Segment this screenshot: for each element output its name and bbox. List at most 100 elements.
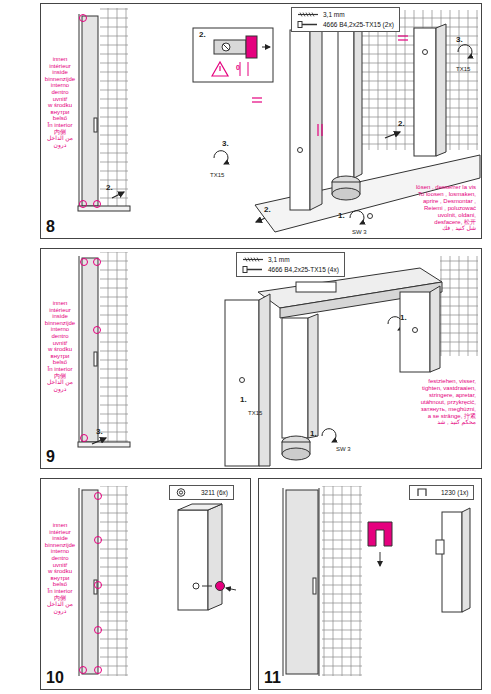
- instruction-label: To loosen , losmaken,: [418, 191, 476, 197]
- direction-arrow: [385, 132, 400, 138]
- part-row: 4666 B4,2x25-TX15 (4x): [242, 265, 339, 274]
- parts-box: 3,1 mm 4666 B4,2x25-TX15 (4x): [236, 252, 345, 277]
- marks: [252, 101, 262, 102]
- instruction-label: uvolnit, oldani,: [438, 212, 476, 218]
- part-icon: [175, 488, 197, 497]
- marks: [252, 36, 408, 136]
- instruction-label: затянуть, meghúzni,: [421, 406, 476, 412]
- part-icon: [297, 10, 319, 19]
- part-code: 4666 B4,2x25-TX15 (2x): [323, 21, 394, 28]
- marks: [317, 124, 318, 136]
- instruction-label: desfacere, 松开: [434, 219, 476, 225]
- instruction-label: intérieur: [49, 307, 71, 313]
- profile-assembly: [414, 28, 436, 156]
- screw-marks: [80, 667, 87, 674]
- direction-arrow: [112, 192, 124, 198]
- instruction-label: lösen , desserrer la vis: [416, 184, 476, 190]
- rotation-arrow: [322, 429, 336, 442]
- callout-number: 1.: [310, 430, 317, 438]
- step-panel: 11 1230 (1x): [258, 478, 482, 690]
- instruction-label: uvnitř: [53, 340, 68, 346]
- instruction-label: inside: [52, 69, 68, 75]
- instruction-label: TX15: [210, 172, 224, 178]
- instruction-label: inside: [52, 313, 68, 319]
- clip-detail: [442, 512, 462, 612]
- instruction-label: dentro: [51, 555, 68, 561]
- parts-box: 1230 (1x): [409, 485, 474, 500]
- instruction-label: внутри: [51, 109, 70, 115]
- instruction-label: SW 3: [336, 446, 351, 452]
- door-glass: [78, 442, 130, 447]
- instruction-label: درون: [54, 142, 67, 148]
- profile-assembly: [225, 268, 442, 466]
- instruction-label: uvnitř: [53, 562, 68, 568]
- profile-assembly: [282, 448, 310, 460]
- callout-number: 3.: [96, 428, 103, 436]
- icon-stroke: [257, 258, 259, 262]
- wall-tiles: [100, 8, 128, 208]
- profile-assembly: [332, 188, 360, 200]
- part-row: 1230 (1x): [415, 488, 468, 497]
- instruction-label: من الداخل: [47, 601, 73, 607]
- wall-tiles: [440, 256, 478, 356]
- instruction-label: 0: [236, 64, 240, 71]
- step-number: 8: [46, 219, 55, 235]
- callout-number: 2.: [264, 206, 271, 214]
- screw-marks: [95, 582, 102, 589]
- step-panel: 103211 (6x): [40, 478, 251, 690]
- instruction-label: binnenzijde: [45, 542, 75, 548]
- instruction-label: În interior: [47, 588, 72, 594]
- instruction-label: شل كنيد , فك: [442, 225, 476, 231]
- callout-number: 3.: [456, 36, 463, 44]
- profile-assembly: [436, 24, 446, 156]
- profile-assembly: [282, 318, 308, 438]
- instruction-label: innen: [53, 56, 68, 62]
- detail-inset: [219, 66, 220, 71]
- rotation-arrow: [214, 151, 228, 164]
- parts-box: 3,1 mm4666 B4,2x25-TX15 (2x): [291, 7, 400, 32]
- instruction-label: TX15: [248, 410, 262, 416]
- profile-assembly: [298, 148, 303, 153]
- profile-assembly: [354, 25, 362, 178]
- screw-marks: [94, 201, 101, 208]
- profile-assembly: [308, 314, 318, 438]
- icon-stroke: [247, 269, 262, 271]
- instruction-label: belső: [53, 581, 67, 587]
- door-glass: [283, 488, 284, 676]
- instruction-label: intérieur: [49, 529, 71, 535]
- profile-assembly: [413, 328, 418, 333]
- icon-stroke: [309, 13, 311, 17]
- step-number: 11: [264, 670, 281, 686]
- instruction-label: a se strânge, 拧紧: [428, 413, 476, 419]
- profile-assembly: [296, 282, 336, 292]
- icon-stroke: [306, 13, 308, 17]
- wall-tiles: [100, 8, 478, 676]
- rotation-arrow: [458, 45, 472, 58]
- instruction-label: من الداخل: [47, 135, 73, 141]
- instruction-label: внутри: [51, 353, 70, 359]
- profile-detail: [208, 504, 222, 610]
- instruction-label: dentro: [51, 89, 68, 95]
- callout-number: 2.: [199, 31, 206, 39]
- icon-stroke: [179, 491, 182, 494]
- clip-detail: [462, 508, 470, 612]
- door-glass: [319, 488, 320, 676]
- door-glass: [78, 14, 319, 676]
- icon-stroke: [243, 267, 247, 273]
- profile-detail: [226, 588, 236, 590]
- door-glass: [94, 352, 97, 366]
- part-row: 4666 B4,2x25-TX15 (2x): [297, 20, 394, 29]
- wall-tiles: [100, 252, 128, 444]
- part-code: 3,1 mm: [268, 256, 290, 263]
- instruction-label: درون: [54, 608, 67, 614]
- screw-marks: [94, 327, 101, 334]
- part-icon: [415, 488, 437, 497]
- screw-marks: [81, 259, 88, 266]
- instruction-label: În interior: [47, 366, 72, 372]
- instruction-label: من الداخل: [47, 379, 73, 385]
- clip-detail: [368, 522, 392, 546]
- instruction-label: stringere, apretar,: [429, 392, 476, 398]
- profile-assembly: [430, 286, 440, 372]
- profile-assembly: [310, 26, 322, 210]
- screw-marks: [80, 201, 87, 208]
